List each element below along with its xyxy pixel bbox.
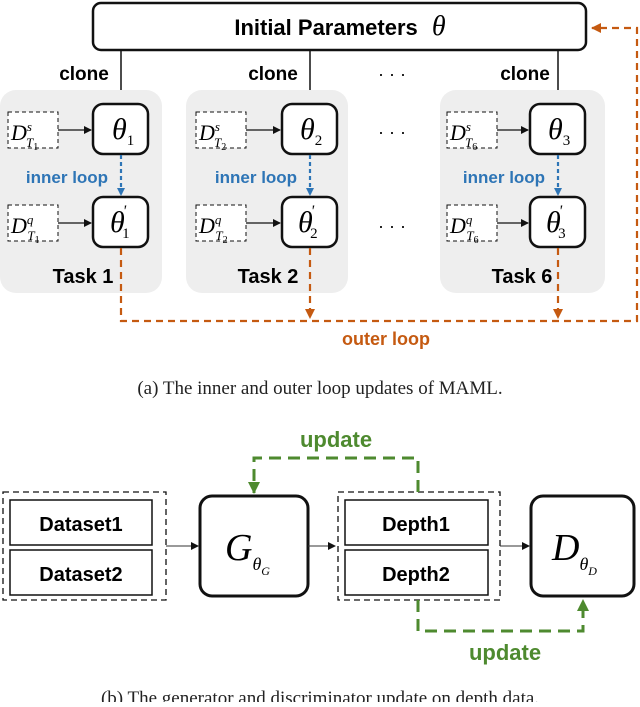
generator-box [198, 494, 310, 598]
initial-theta: θ [432, 11, 446, 42]
dataset-box-2 [9, 549, 153, 596]
inner-loop-label-2: inner loop [215, 168, 297, 187]
theta-box-2 [280, 102, 339, 156]
theta-prime-1: θ'1 [110, 203, 130, 242]
update-label-top: update [300, 427, 372, 452]
query-set-box-3 [446, 204, 498, 242]
maml-diagram: Initial Parameters θ clone clone clone ·… [0, 1, 639, 349]
query-set-box-2 [195, 204, 247, 242]
theta-prime-3: θ'3 [546, 203, 566, 242]
depth-label-1: Depth1 [382, 514, 450, 536]
initial-parameters-label: Initial Parameters [234, 15, 417, 40]
theta-2: θ2 [300, 113, 322, 149]
ellipsis-bottom: · · · [378, 216, 406, 236]
theta-prime-2: θ'2 [298, 203, 318, 242]
theta-box-3 [528, 102, 587, 156]
inner-loop-label-3: inner loop [463, 168, 545, 187]
discriminator-label: DθD [551, 527, 597, 578]
dataset-label-1: Dataset1 [39, 514, 122, 536]
outer-loop-path [119, 23, 639, 323]
theta-3: θ3 [548, 113, 570, 149]
discriminator-box [529, 494, 636, 598]
theta-prime-box-2 [280, 195, 339, 249]
svg-text:Initial Parameters θ: Initial Parameters θ [234, 11, 446, 42]
task-name-3: Task 6 [492, 266, 553, 288]
depth-box-1 [344, 499, 489, 546]
support-set-box-1 [7, 111, 59, 149]
ellipsis-top: · · · [378, 64, 406, 84]
dataset-box-1 [9, 499, 153, 546]
outer-loop-label: outer loop [342, 329, 430, 349]
support-set-box-3 [446, 111, 498, 149]
clone-label-3: clone [500, 64, 550, 85]
support-set-box-2 [195, 111, 247, 149]
update-loop-discriminator [416, 599, 589, 633]
clone-label-1: clone [59, 64, 109, 85]
theta-1: θ1 [112, 113, 134, 149]
task-name-2: Task 2 [238, 266, 299, 288]
dataset-label-2: Dataset2 [39, 564, 122, 586]
ellipsis-middle: · · · [378, 122, 406, 142]
theta-box-1 [91, 102, 150, 156]
initial-parameters-box: Initial Parameters θ [91, 1, 588, 52]
inner-loop-label-1: inner loop [26, 168, 108, 187]
depth-box-2 [344, 549, 489, 596]
theta-prime-box-1 [91, 195, 150, 249]
generator-label: GθG [225, 527, 270, 578]
task-name-1: Task 1 [53, 266, 114, 288]
caption-b: (b) The generator and discriminator upda… [100, 688, 540, 702]
clone-label-2: clone [248, 64, 298, 85]
update-label-bottom: update [469, 640, 541, 665]
dataset-group [2, 491, 167, 601]
update-loop-generator [248, 456, 420, 494]
theta-prime-box-3 [528, 195, 587, 249]
depth-label-2: Depth2 [382, 564, 450, 586]
caption-a: (a) The inner and outer loop updates of … [137, 378, 503, 399]
query-set-box-1 [7, 204, 59, 242]
gan-diagram: Dataset1 Dataset2 GθG Depth1 Depth2 DθD … [2, 427, 636, 665]
